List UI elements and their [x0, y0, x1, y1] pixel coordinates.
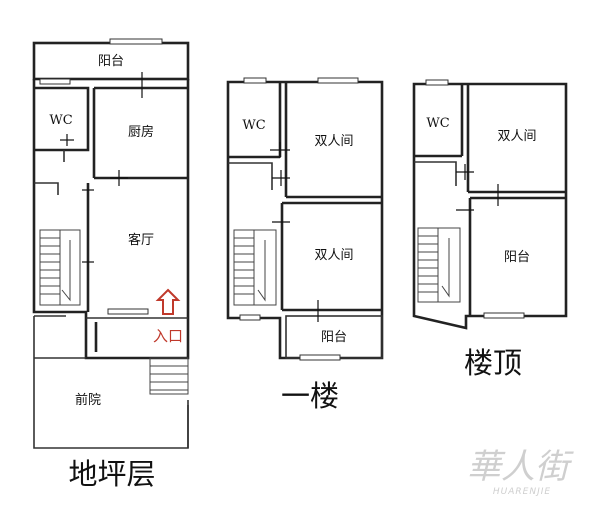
first-outer-wall — [226, 80, 384, 360]
ground-living-label: 客厅 — [128, 232, 154, 248]
ground-wc-label: WC — [49, 113, 72, 128]
watermark-sub-text: HUARENJIE — [493, 487, 551, 497]
ground-floor-plan: 阳台 WC 厨房 客厅 入口 前院 地坪层 — [32, 38, 190, 491]
roof-stairs — [417, 227, 461, 303]
roof-title: 楼顶 — [464, 346, 522, 380]
ground-front-yard-label: 前院 — [75, 392, 101, 408]
first-balcony-label: 阳台 — [321, 330, 347, 345]
watermark-logo-text: 華人街 — [467, 447, 574, 487]
ground-kitchen-label: 厨房 — [128, 124, 154, 140]
first-double-room-top-label: 双人间 — [314, 134, 353, 149]
first-stairs — [233, 229, 277, 306]
ground-balcony-label: 阳台 — [98, 54, 124, 69]
ground-stairs — [39, 229, 81, 306]
roof-wc-label: WC — [426, 116, 449, 131]
roof-outer-wall — [412, 82, 568, 330]
ground-floor-title: 地坪层 — [68, 457, 155, 491]
ground-entrance-label: 入口 — [153, 327, 183, 345]
first-double-room-bottom-label: 双人间 — [314, 248, 353, 263]
watermark-logo: 華人街 HUARENJIE — [467, 447, 574, 497]
roof-double-room-label: 双人间 — [497, 129, 536, 144]
ground-outer-wall — [32, 79, 190, 360]
first-wc-label: WC — [242, 118, 265, 133]
roof-balcony-label: 阳台 — [504, 250, 530, 265]
first-floor-title: 一楼 — [281, 379, 339, 413]
roof-plan: WC 双人间 阳台 楼顶 — [412, 79, 568, 380]
first-floor-plan: WC 双人间 双人间 阳台 一楼 — [226, 77, 384, 413]
entrance-arrow-icon — [155, 288, 181, 315]
ground-entrance-steps — [149, 357, 189, 395]
